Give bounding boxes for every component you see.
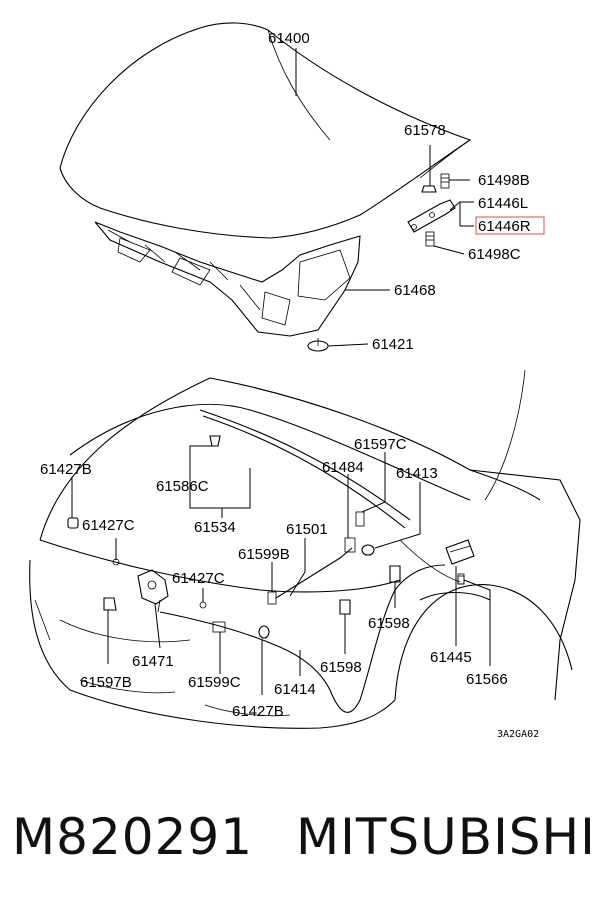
hood-bumper (307, 338, 329, 352)
rod-grommet-61413 (361, 544, 375, 556)
callout-61599B: 61599B (238, 546, 290, 563)
callout-61598-lower: 61598 (320, 659, 362, 676)
release-handle-screw (457, 573, 465, 585)
part-number: M820291 (12, 808, 254, 866)
cable-clip-61598-upper (389, 565, 401, 583)
rod-holder-61484 (344, 537, 356, 553)
cowl-seal (199, 409, 411, 529)
hood-latch (137, 569, 169, 613)
callout-61446L: 61446L (478, 195, 528, 212)
callout-61498C: 61498C (468, 246, 521, 263)
clip-61566 (457, 575, 465, 585)
hood-panel (59, 22, 472, 239)
cable-clamp-center (212, 621, 226, 633)
rod-clip-61597C (355, 511, 365, 527)
hood-hinge (407, 199, 456, 233)
callout-61427B-top: 61427B (40, 461, 92, 478)
hood-insulator (94, 221, 361, 337)
callout-61597B: 61597B (80, 674, 132, 691)
callout-61598-upper: 61598 (368, 615, 410, 632)
callout-61427C-center: 61427C (172, 570, 225, 587)
hinge-bolt-lower (425, 231, 435, 247)
callout-61586C: 61586C (156, 478, 209, 495)
highlight-box-61446R (475, 216, 545, 235)
callout-61427B-bottom: 61427B (232, 703, 284, 720)
callout-61413: 61413 (396, 465, 438, 482)
hood-parts-diagram: 61400 61578 61498B 61446L 61446R 61498C … (29, 22, 581, 740)
cable-grommet (258, 625, 270, 639)
bumper-61427B-top (67, 517, 79, 529)
rod-clip-61599B (267, 591, 277, 605)
bumper-61427C-center (199, 601, 207, 609)
callout-61566: 61566 (466, 671, 508, 688)
callout-61501: 61501 (286, 521, 328, 538)
leader-lines (71, 48, 491, 695)
footer: M820291 MITSUBISHI (0, 790, 600, 908)
callout-61578: 61578 (404, 122, 446, 139)
callout-61414: 61414 (274, 681, 316, 698)
hinge-bolt-upper (440, 173, 450, 189)
callout-61484: 61484 (322, 459, 364, 476)
callout-61597C: 61597C (354, 436, 407, 453)
cable-clip-61597B (103, 597, 117, 611)
release-handle (445, 539, 475, 565)
callout-61534: 61534 (194, 519, 236, 536)
callout-61498B: 61498B (478, 172, 530, 189)
callout-61445: 61445 (430, 649, 472, 666)
hinge-nut (421, 185, 437, 193)
brand-name: MITSUBISHI (296, 808, 596, 866)
seal-clip-61586C (209, 435, 221, 447)
callout-61599C: 61599C (188, 674, 241, 691)
callout-61471: 61471 (132, 653, 174, 670)
callout-61468: 61468 (394, 282, 436, 299)
drawing-code: 3A2GA02 (497, 729, 539, 740)
cable-clip-61598-lower (339, 599, 351, 615)
callout-61421: 61421 (372, 336, 414, 353)
callout-61400: 61400 (268, 30, 310, 47)
car-front-body (29, 369, 581, 729)
callout-61446R: 61446R (478, 218, 531, 235)
callout-61427C-left: 61427C (82, 517, 135, 534)
